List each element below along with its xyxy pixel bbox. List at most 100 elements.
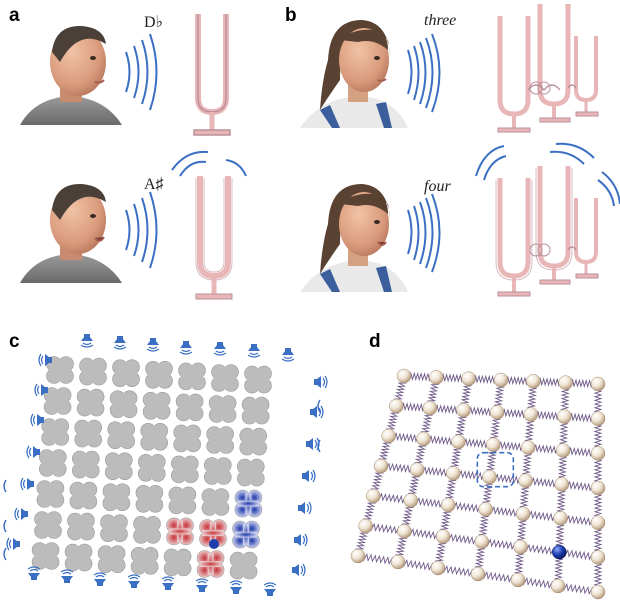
lattice-tile <box>97 545 126 574</box>
lattice-tile <box>241 396 270 425</box>
lattice-tile <box>69 481 98 510</box>
speaker-icon <box>263 582 277 596</box>
lattice-mass <box>590 515 606 530</box>
lattice-tile <box>31 542 60 570</box>
lattice-mass <box>515 506 531 522</box>
lattice-tile <box>211 364 239 392</box>
lattice-tile <box>206 426 234 454</box>
wave-arc <box>3 547 7 561</box>
lattice-mass <box>558 375 573 390</box>
lattice-tile <box>239 427 268 456</box>
lattice-tile <box>166 517 194 546</box>
lattice-tile <box>140 422 168 451</box>
lattice-mass <box>482 469 497 485</box>
lattice-mass <box>381 428 396 444</box>
sound-waves <box>407 193 441 273</box>
lattice-tile <box>234 489 263 518</box>
speaker-icon <box>38 353 52 367</box>
speaker-icon <box>14 507 28 521</box>
lattice-tile <box>173 424 201 453</box>
speaker-icon <box>195 578 209 592</box>
lattice-mass <box>456 402 471 418</box>
speaker-icon <box>93 572 107 586</box>
lattice-mass <box>358 518 373 534</box>
lattice-tile <box>112 359 140 388</box>
highlight-box <box>476 451 515 488</box>
person-head-icon <box>20 183 122 283</box>
lattice-tile <box>142 391 171 420</box>
lattice-mass <box>403 493 419 508</box>
lattice-mass <box>435 529 451 544</box>
sound-waves <box>407 33 441 113</box>
speaker-icon <box>80 334 94 348</box>
panel-label-a: a <box>4 4 25 28</box>
speaker-icon <box>20 477 34 491</box>
lattice-tile <box>163 548 192 577</box>
lattice-mass <box>416 431 431 447</box>
lattice-tile <box>67 512 95 541</box>
lattice-tile <box>133 515 161 544</box>
lattice-mass <box>474 534 490 549</box>
speaker-icon <box>30 413 44 427</box>
lattice-mass <box>523 407 539 422</box>
lattice-tile <box>178 362 206 391</box>
coupled-forks <box>497 4 599 133</box>
lattice-tile <box>237 458 265 487</box>
lattice-mass <box>590 584 606 600</box>
wave-arc <box>317 439 321 453</box>
lattice-tile <box>38 449 67 477</box>
lattice-mass <box>590 446 606 461</box>
speaker-icon <box>294 533 308 547</box>
lattice-mass <box>555 443 571 458</box>
lattice-mass <box>461 371 476 386</box>
lattice-tile <box>107 421 135 450</box>
note-d-flat: D♭ <box>144 14 164 31</box>
note-a-sharp: A♯ <box>144 176 164 193</box>
lattice-mass <box>526 374 541 389</box>
lattice-tile <box>109 390 138 419</box>
speaker-icon <box>314 375 328 389</box>
lattice-mass <box>554 477 570 492</box>
person-head-icon <box>300 20 408 128</box>
speaker-icon <box>298 501 312 515</box>
lattice-mass <box>557 409 572 424</box>
lattice-mass <box>590 480 606 496</box>
lattice-mass <box>590 411 606 426</box>
person-head-icon <box>300 184 408 292</box>
speaker-icon <box>60 569 74 583</box>
lattice-tile <box>204 457 232 485</box>
lattice-tile <box>100 514 128 543</box>
lattice-tile <box>232 520 260 549</box>
lattice-mass <box>590 550 606 565</box>
panel-label-b: b <box>280 4 302 28</box>
lattice-mass <box>350 548 366 564</box>
lattice-mass <box>389 398 404 414</box>
lattice-tile <box>138 453 166 482</box>
person-head-icon <box>20 25 122 125</box>
lattice-mass <box>440 497 456 513</box>
lattice-tile <box>171 455 199 484</box>
lattice-tile <box>34 511 62 539</box>
lattice-tile <box>175 393 204 422</box>
speaker-icon <box>127 574 141 588</box>
lattice-tile <box>208 395 237 423</box>
lattice-mass <box>373 458 389 474</box>
lattice-mass <box>429 370 444 385</box>
lattice-mass <box>422 400 438 416</box>
lattice-tile <box>102 483 131 512</box>
speaker-icon <box>292 563 306 577</box>
lattice-tile <box>145 360 173 389</box>
lattice-tile <box>76 388 105 417</box>
excited-site <box>209 539 219 549</box>
lattice-mass <box>366 488 381 504</box>
speaker-icon <box>229 580 243 594</box>
word-four: four <box>424 178 451 195</box>
lattice-tile <box>79 357 107 386</box>
lattice-tile <box>244 365 272 394</box>
coupled-forks <box>475 142 620 297</box>
lattice-tile <box>196 550 225 578</box>
lattice-tile <box>229 551 258 580</box>
lattice-tile <box>74 419 102 448</box>
sound-waves <box>125 33 158 111</box>
lattice-mass <box>510 572 526 588</box>
